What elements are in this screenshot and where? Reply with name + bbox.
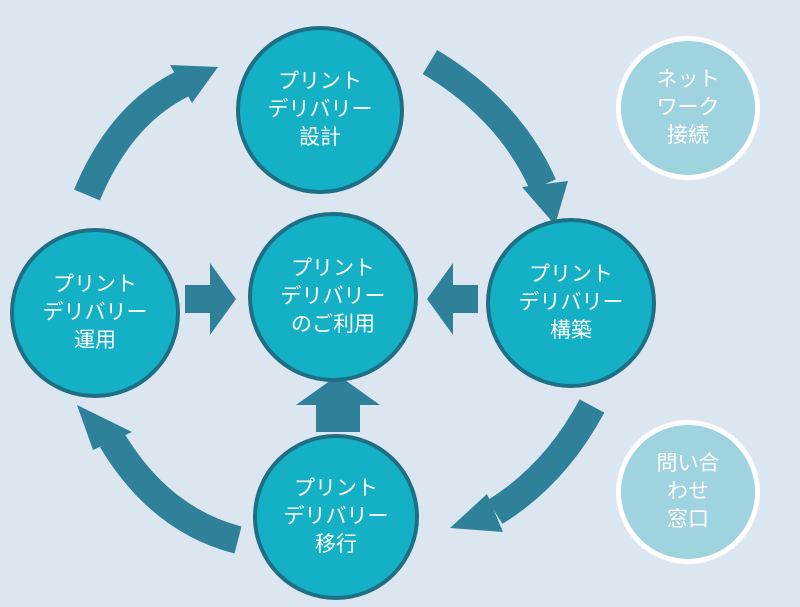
arrow-build-to-migrate bbox=[450, 399, 605, 532]
arrow-design-to-build bbox=[422, 49, 568, 225]
node-operate-line-3: 運用 bbox=[74, 327, 116, 352]
side-contact-line-1: 問い合 bbox=[656, 451, 720, 476]
side-contact: 問い合 わせ 窓口 bbox=[616, 420, 760, 564]
arrow-build-to-usage bbox=[427, 263, 478, 335]
node-design: プリント デリバリー 設計 bbox=[236, 26, 404, 194]
side-network: ネット ワーク 接続 bbox=[616, 36, 760, 180]
node-operate: プリント デリバリー 運用 bbox=[10, 228, 180, 398]
node-usage-line-1: プリント bbox=[291, 256, 375, 281]
arrow-operate-to-design bbox=[74, 65, 218, 201]
node-operate-line-1: プリント bbox=[53, 272, 137, 297]
node-operate-line-2: デリバリー bbox=[42, 300, 148, 325]
arrow-migrate-to-operate bbox=[77, 405, 242, 554]
node-usage-line-3: のご利用 bbox=[291, 311, 375, 336]
node-design-line-3: 設計 bbox=[299, 124, 341, 149]
node-design-line-2: デリバリー bbox=[267, 97, 373, 122]
node-migrate-line-3: 移行 bbox=[315, 531, 357, 556]
arrow-operate-to-usage bbox=[185, 263, 236, 335]
node-build-line-3: 構築 bbox=[550, 317, 592, 342]
node-migrate-line-1: プリント bbox=[294, 476, 378, 501]
node-usage-line-2: デリバリー bbox=[280, 284, 386, 309]
node-usage: プリント デリバリー のご利用 bbox=[248, 212, 418, 382]
node-build-line-2: デリバリー bbox=[518, 290, 624, 315]
side-network-line-2: ワーク bbox=[656, 95, 720, 120]
node-build: プリント デリバリー 構築 bbox=[486, 218, 656, 388]
node-migrate-line-2: デリバリー bbox=[283, 504, 389, 529]
node-build-line-1: プリント bbox=[529, 262, 613, 287]
side-network-line-3: 接続 bbox=[667, 122, 709, 147]
node-design-line-1: プリント bbox=[278, 69, 362, 94]
side-contact-line-3: 窓口 bbox=[667, 506, 709, 531]
node-migrate: プリント デリバリー 移行 bbox=[253, 434, 419, 600]
side-contact-line-2: わせ bbox=[667, 479, 709, 504]
arrow-migrate-to-usage bbox=[296, 375, 380, 432]
side-network-line-1: ネット bbox=[656, 67, 720, 92]
